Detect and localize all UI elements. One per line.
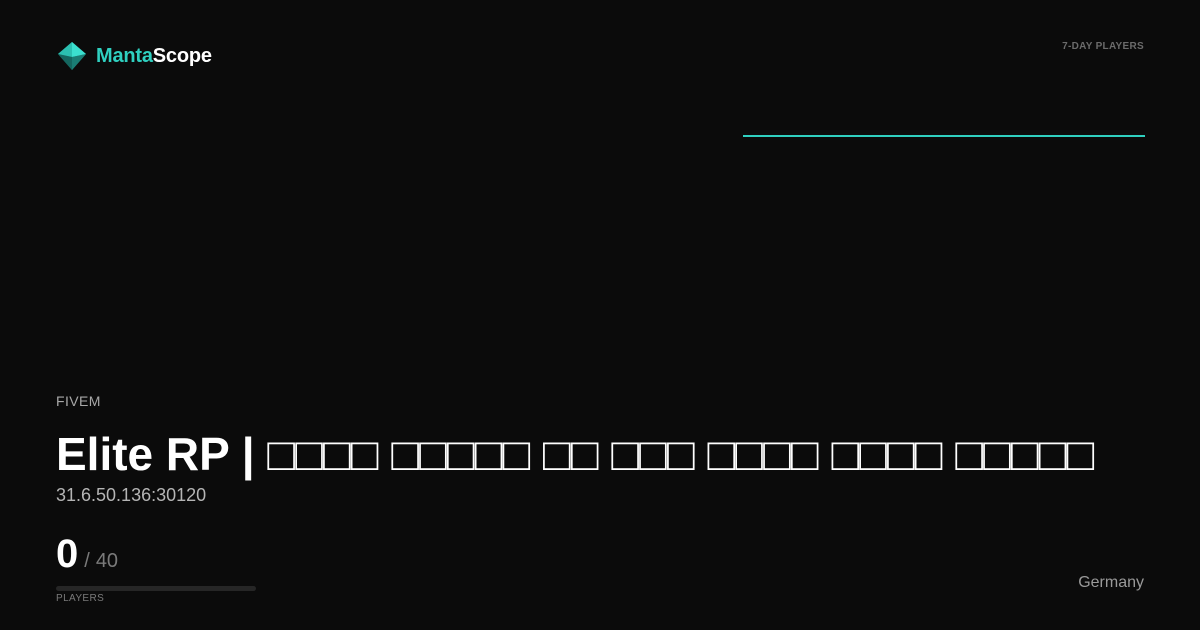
players-current: 0	[56, 532, 79, 576]
players-progress-bar	[56, 586, 256, 591]
brand-name-first: Manta	[96, 44, 153, 67]
server-country: Germany	[1078, 574, 1144, 591]
server-name: Elite RP | □□□□ □□□□□ □□ □□□ □□□□ □□□□ □…	[56, 428, 1095, 480]
brand-name: MantaScope	[96, 45, 212, 68]
players-separator: /	[84, 550, 90, 572]
game-label: FIVEM	[56, 393, 101, 409]
player-sparkline	[743, 135, 1145, 137]
manta-logo-icon	[58, 42, 86, 70]
chart-caption: 7-DAY PLAYERS	[1062, 41, 1144, 52]
brand-name-second: Scope	[152, 44, 212, 67]
players-count: 0 / 40	[56, 532, 118, 576]
brand[interactable]: MantaScope	[56, 40, 212, 72]
players-max: 40	[95, 550, 119, 572]
server-address: 31.6.50.136:30120	[56, 485, 207, 505]
players-label: PLAYERS	[56, 593, 105, 604]
